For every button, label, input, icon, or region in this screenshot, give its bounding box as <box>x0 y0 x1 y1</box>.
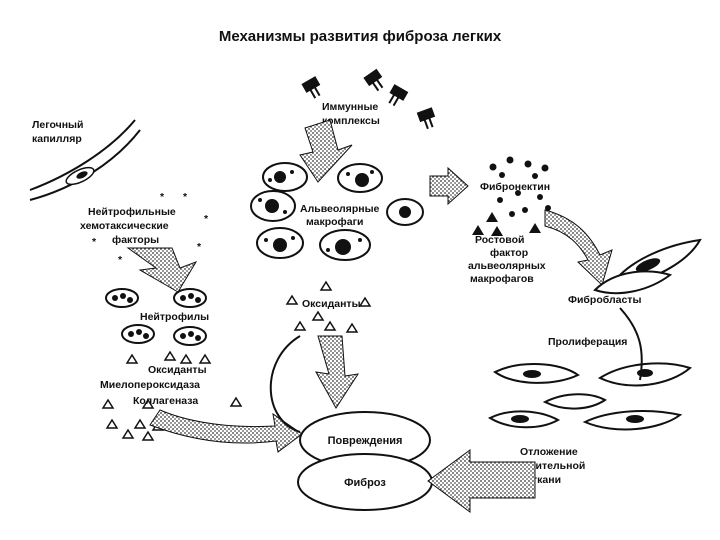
cycle-arc-right <box>619 307 643 381</box>
svg-text:Фибронектин: Фибронектин <box>480 181 550 193</box>
svg-text:Нейтрофильные: Нейтрофильные <box>88 206 176 218</box>
arrow-oxidants-to-damage <box>315 335 360 409</box>
page-title: Механизмы развития фиброза легких <box>218 28 502 45</box>
growth-factor-label: Ростовой фактор альвеолярных макрофагов <box>468 234 546 285</box>
neutrophil-products-label: Оксиданты Миелопероксидаза Коллагеназа <box>100 364 207 407</box>
immune-complexes-label: Иммунные комплексы <box>322 101 380 127</box>
fibronectin-label: Фибронектин <box>480 181 550 193</box>
arrow-to-fibroblasts <box>544 209 613 286</box>
capillary <box>29 119 141 201</box>
svg-text:*: * <box>160 191 165 203</box>
svg-text:альвеолярных: альвеолярных <box>468 260 546 272</box>
svg-text:*: * <box>118 254 123 266</box>
cycle-arc-left <box>269 335 301 433</box>
neutrophils <box>105 288 207 346</box>
svg-text:Отложение: Отложение <box>520 446 578 458</box>
damage-ellipse: Повреждения <box>299 411 431 469</box>
svg-text:Повреждения: Повреждения <box>328 435 403 447</box>
svg-text:*: * <box>204 213 209 225</box>
fibroblasts <box>593 238 702 295</box>
svg-text:*: * <box>197 241 202 253</box>
arrow-products-to-damage <box>149 409 303 453</box>
svg-text:капилляр: капилляр <box>32 133 82 145</box>
svg-text:*: * <box>183 191 188 203</box>
svg-text:факторы: факторы <box>112 234 159 246</box>
svg-text:хемотаксические: хемотаксические <box>80 220 169 232</box>
svg-text:комплексы: комплексы <box>322 115 380 127</box>
svg-text:Оксиданты: Оксиданты <box>148 364 207 376</box>
arrow-chemotactic-to-neutrophils <box>126 247 198 293</box>
central-oxidants-label: Оксиданты <box>302 298 361 310</box>
proliferation-label: Пролиферация <box>548 336 627 348</box>
svg-text:Миелопероксидаза: Миелопероксидаза <box>100 379 200 391</box>
svg-text:ткани: ткани <box>532 474 561 486</box>
svg-text:Коллагеназа: Коллагеназа <box>133 395 198 407</box>
fibroblasts-label: Фибробласты <box>568 294 641 306</box>
alveolar-macrophages-label: Альвеолярные макрофаги <box>300 203 380 228</box>
neutrophil-oxidant-triangles <box>101 350 243 441</box>
svg-text:Иммунные: Иммунные <box>322 101 378 113</box>
growth-factor-triangles <box>472 212 541 236</box>
svg-text:Ростовой: Ростовой <box>475 234 524 246</box>
svg-text:*: * <box>92 236 97 248</box>
proliferating-cells <box>487 362 693 431</box>
immune-complexes-icons <box>301 68 436 130</box>
svg-text:Пролиферация: Пролиферация <box>548 336 627 348</box>
svg-text:Легочный: Легочный <box>32 119 83 131</box>
svg-text:Альвеолярные: Альвеолярные <box>300 203 380 215</box>
arrow-macrophages-to-fibronectin <box>429 166 469 206</box>
fibrosis-ellipse: Фиброз <box>297 453 433 511</box>
capillary-label: Легочный капилляр <box>32 119 83 145</box>
neutrophils-label: Нейтрофилы <box>140 311 209 323</box>
svg-text:фактор: фактор <box>490 247 528 259</box>
svg-text:Нейтрофилы: Нейтрофилы <box>140 311 209 323</box>
svg-text:Фиброз: Фиброз <box>344 477 386 489</box>
svg-text:Оксиданты: Оксиданты <box>302 298 361 310</box>
fibronectin-dots <box>489 156 551 217</box>
chemotactic-factors-label: Нейтрофильные хемотаксические факторы <box>80 206 176 246</box>
arrow-immune-to-macrophages <box>299 119 353 183</box>
svg-text:Фибробласты: Фибробласты <box>568 294 641 306</box>
chemotactic-stars: * * * * * * <box>92 191 209 266</box>
svg-text:макрофагов: макрофагов <box>470 273 534 285</box>
arrow-deposition-to-fibrosis <box>427 449 536 513</box>
central-oxidant-triangles <box>285 280 372 333</box>
alveolar-macrophages <box>250 162 424 261</box>
svg-text:макрофаги: макрофаги <box>306 216 363 228</box>
